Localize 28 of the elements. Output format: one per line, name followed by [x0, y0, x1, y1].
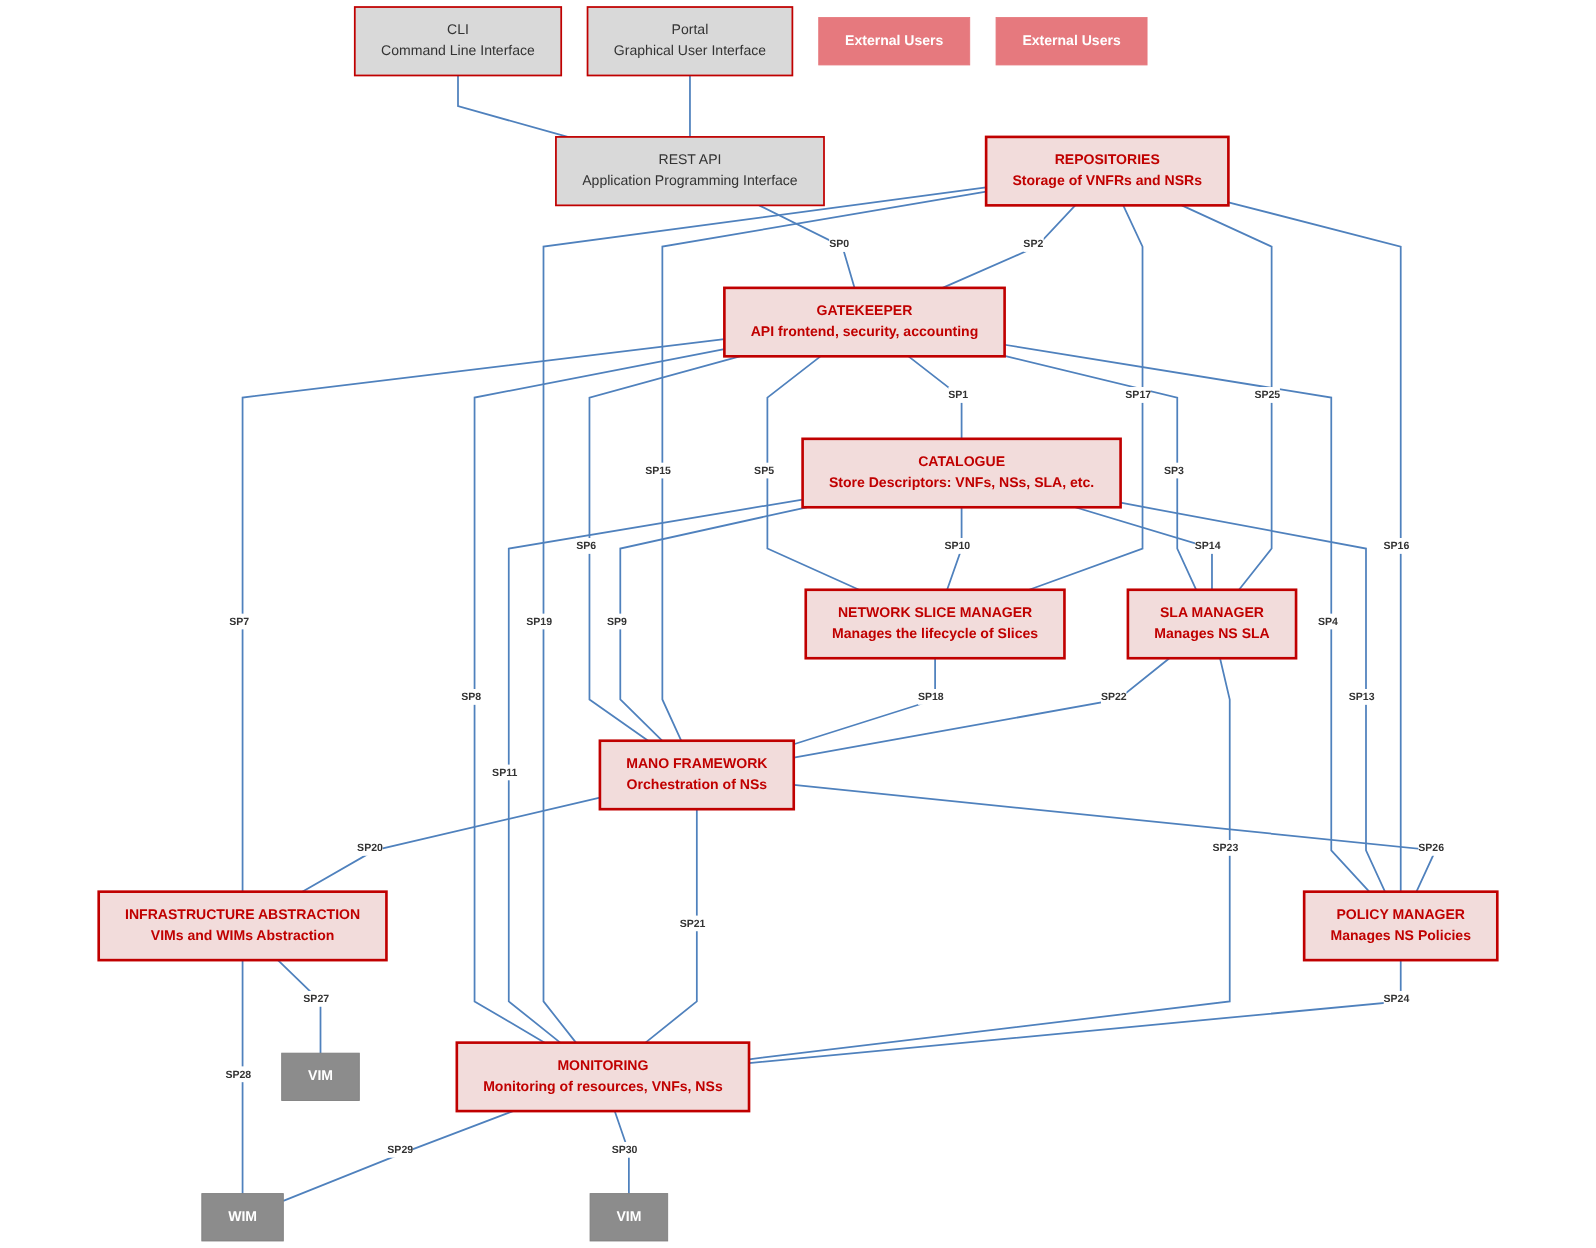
- connector: [748, 657, 1231, 1061]
- connector: [792, 657, 936, 746]
- connector: [941, 204, 1077, 289]
- connector: [748, 959, 1402, 1064]
- connector: [792, 657, 1171, 759]
- connector: [946, 506, 963, 591]
- connector: [644, 808, 698, 1044]
- connector: [241, 338, 726, 893]
- connector: [277, 959, 322, 1055]
- connector: [1028, 204, 1144, 591]
- connector: [1003, 355, 1198, 591]
- connector: [689, 74, 691, 138]
- connector: [758, 204, 856, 289]
- connector: [1227, 201, 1402, 893]
- connector: [1003, 343, 1371, 893]
- connector: [613, 1110, 630, 1195]
- connector: [1180, 204, 1273, 591]
- connector: [282, 1110, 514, 1202]
- connector: [241, 959, 244, 1195]
- connector: [766, 355, 860, 591]
- connector: [457, 74, 569, 138]
- connector: [301, 796, 601, 893]
- connector: [1119, 501, 1386, 893]
- connector: [792, 784, 1437, 893]
- connector: [661, 190, 987, 742]
- connector: [473, 348, 726, 1044]
- connector: [507, 498, 804, 1044]
- connector: [542, 186, 987, 1044]
